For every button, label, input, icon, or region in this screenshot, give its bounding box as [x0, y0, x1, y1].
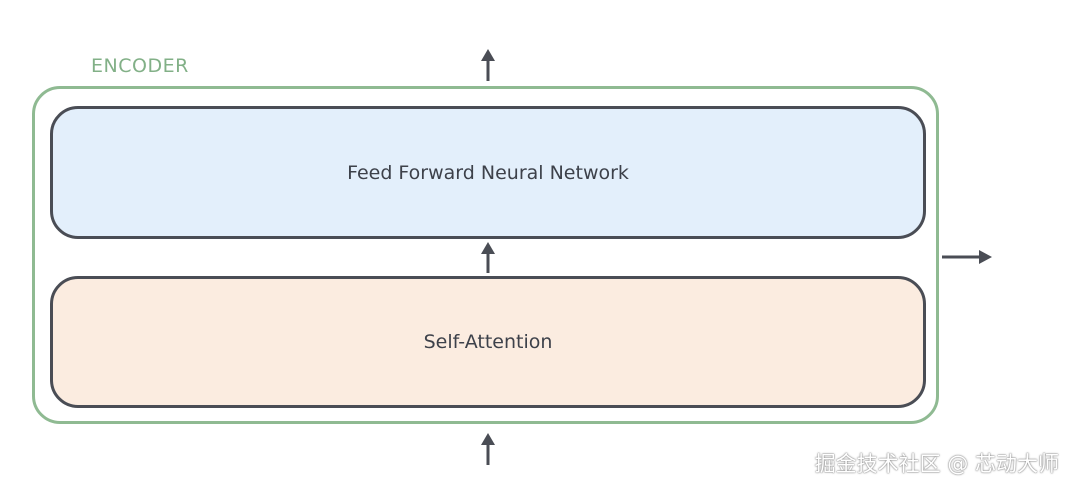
- watermark: 掘金技术社区 @ 芯动大师: [814, 452, 1059, 476]
- attention-to-ffn-arrow: [481, 242, 495, 273]
- input-arrow: [481, 433, 495, 465]
- feed-forward-label: Feed Forward Neural Network: [347, 161, 629, 184]
- encoder-block: [32, 86, 939, 424]
- output-arrow: [481, 49, 495, 81]
- self-attention-layer: Self-Attention: [50, 276, 926, 408]
- side-output-arrow: [942, 250, 992, 264]
- self-attention-label: Self-Attention: [423, 331, 553, 353]
- feed-forward-layer: Feed Forward Neural Network: [50, 106, 926, 239]
- encoder-label: ENCODER: [91, 55, 189, 77]
